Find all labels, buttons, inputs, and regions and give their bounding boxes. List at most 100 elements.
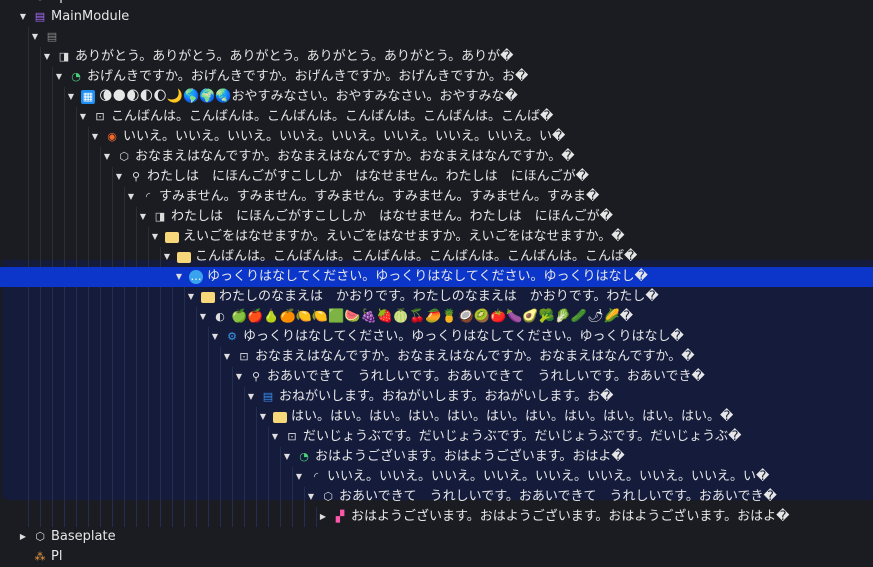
tree-item-label: 🍏🍎🍐🍊🍋🍋🟩🍉🍇🍓🍈🍒🥭🍍🥥🥝🍅🍆🥑🥦🥬🥒🌶🌽� — [231, 309, 634, 324]
tree-item[interactable]: ▼⊡おなまえはなんですか。おなまえはなんですか。おなまえはなんですか。� — [0, 347, 873, 367]
collapse-arrow-icon[interactable]: ▼ — [163, 252, 171, 261]
indent-guide — [124, 287, 125, 307]
indent-guide — [52, 307, 53, 327]
tree-item[interactable]: ▼⬡おあいできて うれしいです。おあいできて うれしいです。おあいでき� — [0, 487, 873, 507]
tree-item-selected[interactable]: ▼…ゆっくりはなしてください。ゆっくりはなしてください。ゆっくりはなし� — [0, 267, 873, 287]
collapse-arrow-icon[interactable]: ▼ — [79, 112, 87, 121]
tree-item[interactable]: ▼えいごをはなせますか。えいごをはなせますか。えいごをはなせますか。� — [0, 227, 873, 247]
collapse-arrow-icon[interactable]: ▼ — [43, 52, 51, 61]
folder-icon — [165, 232, 179, 243]
collapse-arrow-icon[interactable]: ▼ — [31, 32, 39, 41]
tree-item-label: おなまえはなんですか。おなまえはなんですか。おなまえはなんですか。� — [135, 149, 575, 164]
collapse-arrow-icon[interactable]: ▼ — [175, 272, 183, 281]
indent-guide — [28, 247, 29, 267]
tree-item[interactable]: ▶▞おはようございます。おはようございます。おはようございます。おはよ� — [0, 507, 873, 527]
indent-guide — [148, 447, 149, 467]
tree-item[interactable]: ▼◔おげんきですか。おげんきですか。おげんきですか。おげんきですか。お� — [0, 67, 873, 87]
indent-guide — [88, 367, 89, 387]
collapse-arrow-icon[interactable]: ▼ — [67, 92, 75, 101]
expand-arrow-icon[interactable]: ▶ — [319, 512, 327, 521]
indent-guide — [124, 227, 125, 247]
indent-guide — [88, 247, 89, 267]
tree-item[interactable]: ▼⊡こんばんは。こんばんは。こんばんは。こんばんは。こんばんは。こんば� — [0, 107, 873, 127]
wrench-icon: ⚲ — [251, 370, 261, 383]
indent-guide — [88, 307, 89, 327]
indent-guide — [160, 247, 161, 267]
tree-item[interactable]: ▼▦🌘🌑🌒🌓🌔🌙🌎🌍🌏おやすみなさい。おやすみなさい。おやすみな� — [0, 87, 873, 107]
collapse-arrow-icon[interactable]: ▼ — [91, 132, 99, 141]
indent-guide — [64, 407, 65, 427]
indent-guide — [112, 507, 113, 527]
collapse-arrow-icon[interactable]: ▼ — [151, 232, 159, 241]
indent-guide — [88, 347, 89, 367]
collapse-arrow-icon[interactable]: ▼ — [211, 332, 219, 341]
indent-guide — [280, 487, 281, 507]
indent-guide — [172, 467, 173, 487]
collapse-arrow-icon[interactable]: ▼ — [103, 152, 111, 161]
collapse-arrow-icon[interactable]: ▼ — [247, 392, 255, 401]
collapse-arrow-icon[interactable]: ▼ — [235, 372, 243, 381]
indent-guide — [28, 467, 29, 487]
indent-guide — [196, 447, 197, 467]
collapse-arrow-icon[interactable]: ▼ — [115, 172, 123, 181]
tree-item[interactable]: ▼▤おねがいします。おねがいします。おねがいします。お� — [0, 387, 873, 407]
indent-guide — [100, 507, 101, 527]
tree-item-label: おげんきですか。おげんきですか。おげんきですか。おげんきですか。お� — [87, 69, 529, 84]
collapse-arrow-icon[interactable]: ▼ — [187, 292, 195, 301]
tree-item[interactable]: ▼⬡おなまえはなんですか。おなまえはなんですか。おなまえはなんですか。� — [0, 147, 873, 167]
tree-item[interactable]: ▼こんばんは。こんばんは。こんばんは。こんばんは。こんばんは。こんば� — [0, 247, 873, 267]
tree-item[interactable]: ▼◜すみません。すみません。すみません。すみません。すみません。すみま� — [0, 187, 873, 207]
tree-item[interactable]: ▼◜いいえ。いいえ。いいえ。いいえ。いいえ。いいえ。いいえ。いいえ。い� — [0, 467, 873, 487]
tree-item[interactable]: ▼わたしのなまえは かおりです。わたしのなまえは かおりです。わたし� — [0, 287, 873, 307]
indent-guide — [256, 427, 257, 447]
indent-guide — [28, 487, 29, 507]
indent-guide — [136, 367, 137, 387]
collapse-arrow-icon[interactable]: ▼ — [139, 212, 147, 221]
tree-item-label: ありがとう。ありがとう。ありがとう。ありがとう。ありがとう。ありが� — [75, 49, 514, 64]
indent-guide — [136, 467, 137, 487]
tree-item[interactable]: ⊕SpawnLocation — [0, 0, 873, 7]
tree-item[interactable]: ▼▤ — [0, 27, 873, 47]
collapse-arrow-icon[interactable]: ▼ — [271, 432, 279, 441]
indent-guide — [160, 367, 161, 387]
indent-guide — [172, 487, 173, 507]
indent-guide — [52, 447, 53, 467]
indent-guide — [100, 407, 101, 427]
collapse-arrow-icon[interactable]: ▼ — [19, 12, 27, 21]
indent-guide — [28, 387, 29, 407]
tree-item[interactable]: ▼◔おはようございます。おはようございます。おはよ� — [0, 447, 873, 467]
indent-guide — [184, 287, 185, 307]
tree-item[interactable]: ▼⚲わたしは にほんごがすこししか はなせません。わたしは にほんごが� — [0, 167, 873, 187]
indent-guide — [232, 407, 233, 427]
indent-guide — [124, 367, 125, 387]
tree-item[interactable]: ▼◨わたしは にほんごがすこししか はなせません。わたしは にほんごが� — [0, 207, 873, 227]
indent-guide — [184, 387, 185, 407]
tree-item[interactable]: ▼◉いいえ。いいえ。いいえ。いいえ。いいえ。いいえ。いいえ。いいえ。い� — [0, 127, 873, 147]
indent-guide — [40, 147, 41, 167]
indent-guide — [112, 367, 113, 387]
tree-item[interactable]: ⁂Pl — [0, 547, 873, 567]
tree-item[interactable]: ▼はい。はい。はい。はい。はい。はい。はい。はい。はい。はい。はい。� — [0, 407, 873, 427]
indent-guide — [76, 287, 77, 307]
collapse-arrow-icon[interactable]: ▼ — [127, 192, 135, 201]
collapse-arrow-icon[interactable]: ▼ — [283, 452, 291, 461]
tree-item[interactable]: ▶⬡Baseplate — [0, 527, 873, 547]
collapse-arrow-icon[interactable]: ▼ — [223, 352, 231, 361]
collapse-arrow-icon[interactable]: ▼ — [295, 472, 303, 481]
tree-item[interactable]: ▼⊡だいじょうぶです。だいじょうぶです。だいじょうぶです。だいじょうぶ� — [0, 427, 873, 447]
indent-guide — [52, 227, 53, 247]
collapse-arrow-icon[interactable]: ▼ — [307, 492, 315, 501]
indent-guide — [40, 167, 41, 187]
indent-guide — [88, 407, 89, 427]
tree-item[interactable]: ▼◨ありがとう。ありがとう。ありがとう。ありがとう。ありがとう。ありが� — [0, 47, 873, 67]
indent-guide — [28, 407, 29, 427]
collapse-arrow-icon[interactable]: ▼ — [55, 72, 63, 81]
tree-item[interactable]: ▼⚲おあいできて うれしいです。おあいできて うれしいです。おあいでき� — [0, 367, 873, 387]
tree-item[interactable]: ▼⚙ゆっくりはなしてください。ゆっくりはなしてください。ゆっくりはなし� — [0, 327, 873, 347]
collapse-arrow-icon[interactable]: ▼ — [259, 412, 267, 421]
indent-guide — [52, 387, 53, 407]
expand-arrow-icon[interactable]: ▶ — [19, 532, 27, 541]
tree-item[interactable]: ▼▤MainModule — [0, 7, 873, 27]
tree-item[interactable]: ▼◐🍏🍎🍐🍊🍋🍋🟩🍉🍇🍓🍈🍒🥭🍍🥥🥝🍅🍆🥑🥦🥬🥒🌶🌽� — [0, 307, 873, 327]
collapse-arrow-icon[interactable]: ▼ — [199, 312, 207, 321]
